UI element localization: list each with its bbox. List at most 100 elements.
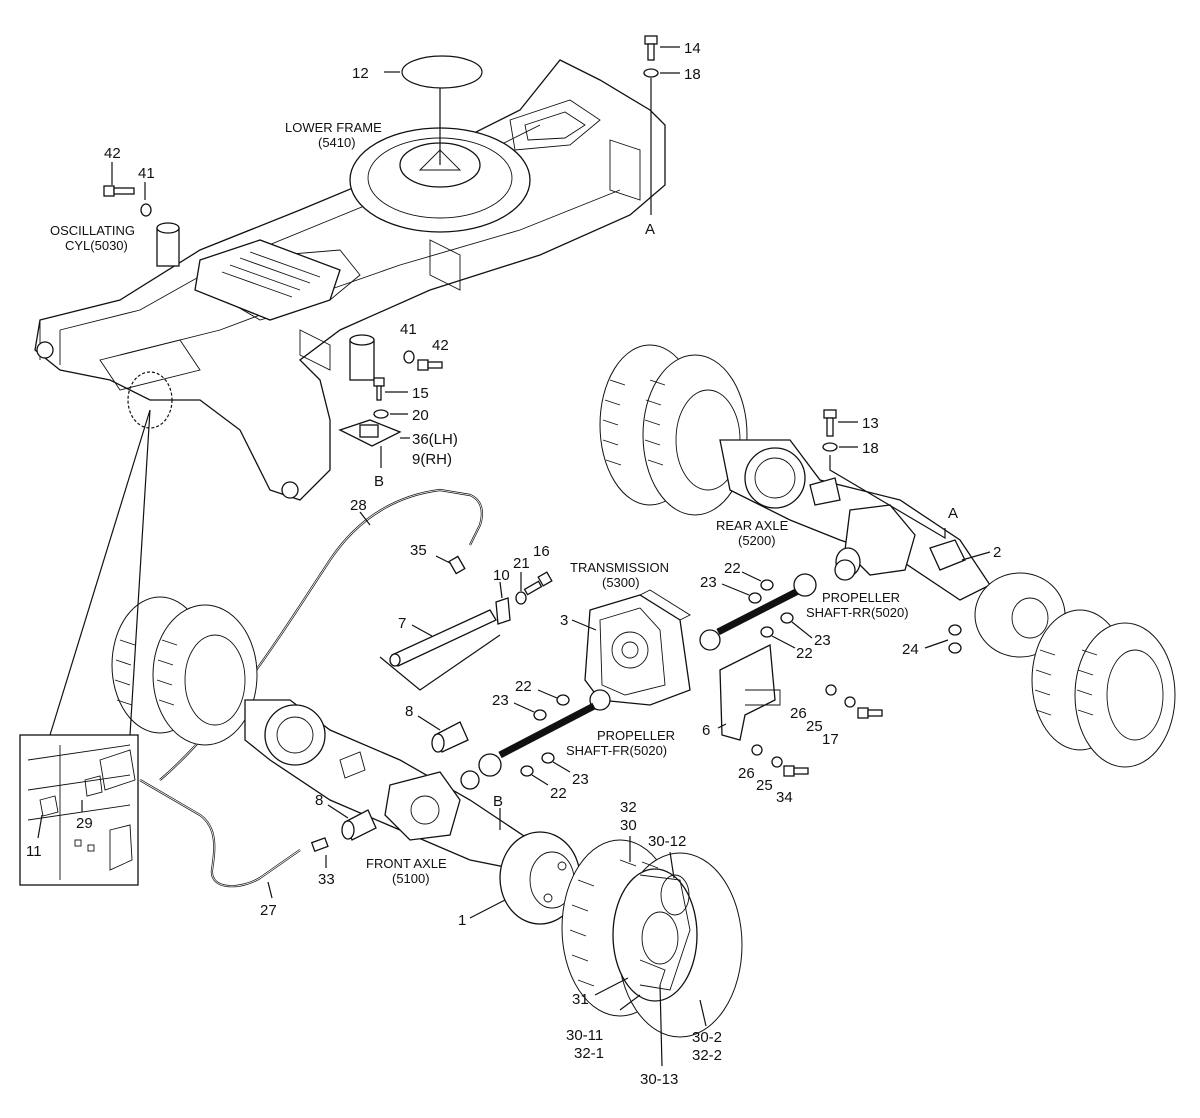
label-osc-cyl: OSCILLATING: [50, 223, 135, 238]
callout-23-rr-top: 23: [700, 574, 717, 591]
callout-9-rh: 9(RH): [412, 451, 452, 468]
detail-inset-box: [19, 734, 139, 886]
callout-A-rear: A: [948, 505, 958, 522]
bolt-13: [823, 409, 837, 437]
callout-11: 11: [26, 843, 42, 860]
callout-32-top: 32: [620, 799, 637, 816]
nut-23-rr-bottom: [780, 612, 794, 624]
callout-25-top: 25: [806, 718, 823, 735]
callout-31: 31: [572, 991, 589, 1008]
pin-7: [389, 609, 497, 667]
callout-1: 1: [458, 912, 466, 929]
callout-42-bottom: 42: [432, 337, 449, 354]
callout-22-rr-bottom: 22: [796, 645, 813, 662]
propeller-shaft-rr: [699, 559, 856, 651]
label-lower-frame-code: (5410): [318, 135, 356, 150]
label-osc-cyl-code: CYL(5030): [65, 238, 128, 253]
callout-A-top: A: [645, 221, 655, 238]
bolt-42-top: [103, 185, 135, 197]
washer-41-top: [140, 203, 152, 217]
callout-23-fr-top: 23: [492, 692, 509, 709]
washer-25-top: [844, 696, 856, 708]
label-prop-fr: PROPELLER: [597, 728, 675, 743]
label-transmission: TRANSMISSION: [570, 560, 669, 575]
transmission-body: [584, 589, 691, 706]
label-prop-fr-code: SHAFT-FR(5020): [566, 743, 667, 758]
washer-20: [373, 409, 389, 419]
callout-30-top: 30: [620, 817, 637, 834]
callout-22-fr-bottom: 22: [550, 785, 567, 802]
nut-22-fr-bottom: [520, 765, 534, 777]
bolt-16: [523, 571, 553, 596]
callout-27: 27: [260, 902, 277, 919]
callout-22-fr-top: 22: [515, 678, 532, 695]
bolt-17: [857, 707, 883, 719]
nut-23-fr-top: [533, 709, 547, 721]
callout-26-bottom: 26: [738, 765, 755, 782]
label-prop-rr-code: SHAFT-RR(5020): [806, 605, 909, 620]
callout-29: 29: [76, 815, 93, 832]
nut-22-rr-bottom: [760, 626, 774, 638]
callout-35: 35: [410, 542, 427, 559]
label-lower-frame: LOWER FRAME: [285, 120, 382, 135]
callout-41-top: 41: [138, 165, 155, 182]
callout-22-rr-top: 22: [724, 560, 741, 577]
fitting-35: [448, 555, 466, 575]
rear-axle-body: [719, 439, 991, 601]
callout-6: 6: [702, 722, 710, 739]
callout-18-top: 18: [684, 66, 701, 83]
callout-32-2: 32-2: [692, 1047, 722, 1064]
o-ring-12: [401, 55, 483, 89]
callout-23-rr-bottom: 23: [814, 632, 831, 649]
oscillating-cylinder-top: [156, 222, 180, 267]
fitting-33: [310, 837, 329, 852]
washer-26-bottom: [751, 744, 763, 756]
washer-18: [643, 68, 659, 78]
washer-21: [515, 591, 527, 605]
callout-8-bottom: 8: [315, 792, 323, 809]
callout-42-top: 42: [104, 145, 121, 162]
callout-7: 7: [398, 615, 406, 632]
propeller-shaft-fr: [460, 689, 611, 790]
lower-frame-drawing: [34, 59, 666, 501]
callout-34: 34: [776, 789, 793, 806]
callout-13: 13: [862, 415, 879, 432]
hose-27: [139, 779, 301, 888]
callout-25-bottom: 25: [756, 777, 773, 794]
washer-25-bottom: [771, 756, 783, 768]
nut-23-fr-bottom: [541, 752, 555, 764]
callout-28: 28: [350, 497, 367, 514]
callout-16: 16: [533, 543, 550, 560]
front-axle-body: [244, 699, 531, 871]
detail-leader-lines: [49, 409, 151, 736]
plate-10: [495, 597, 511, 625]
washer-41-bottom: [403, 350, 415, 364]
callout-23-fr-bottom: 23: [572, 771, 589, 788]
oscillating-cylinder-bottom: [349, 334, 375, 381]
nut-23-rr-top: [748, 592, 762, 604]
rear-wheels-right: [974, 572, 1176, 768]
bracket-6: [719, 643, 781, 741]
callout-B-top: B: [374, 473, 384, 490]
label-rear-axle-code: (5200): [738, 533, 776, 548]
nut-22-fr-top: [556, 694, 570, 706]
callout-24: 24: [902, 641, 919, 658]
callout-36-lh: 36(LH): [412, 431, 458, 448]
callout-15: 15: [412, 385, 429, 402]
label-prop-rr: PROPELLER: [822, 590, 900, 605]
bolt-42-bottom: [417, 359, 443, 371]
callout-41-bottom: 41: [400, 321, 417, 338]
callout-12: 12: [352, 65, 369, 82]
callout-32-1: 32-1: [574, 1045, 604, 1062]
bolt-14: [644, 35, 658, 61]
callout-B-front: B: [493, 793, 503, 810]
callout-33: 33: [318, 871, 335, 888]
callout-17: 17: [822, 731, 839, 748]
callout-30-11: 30-11: [566, 1027, 603, 1044]
detail-inset-drawing: [27, 744, 136, 880]
callout-10: 10: [493, 567, 510, 584]
callout-30-13: 30-13: [640, 1071, 678, 1088]
bolt-34: [783, 765, 809, 777]
washer-18-rear: [822, 442, 838, 452]
